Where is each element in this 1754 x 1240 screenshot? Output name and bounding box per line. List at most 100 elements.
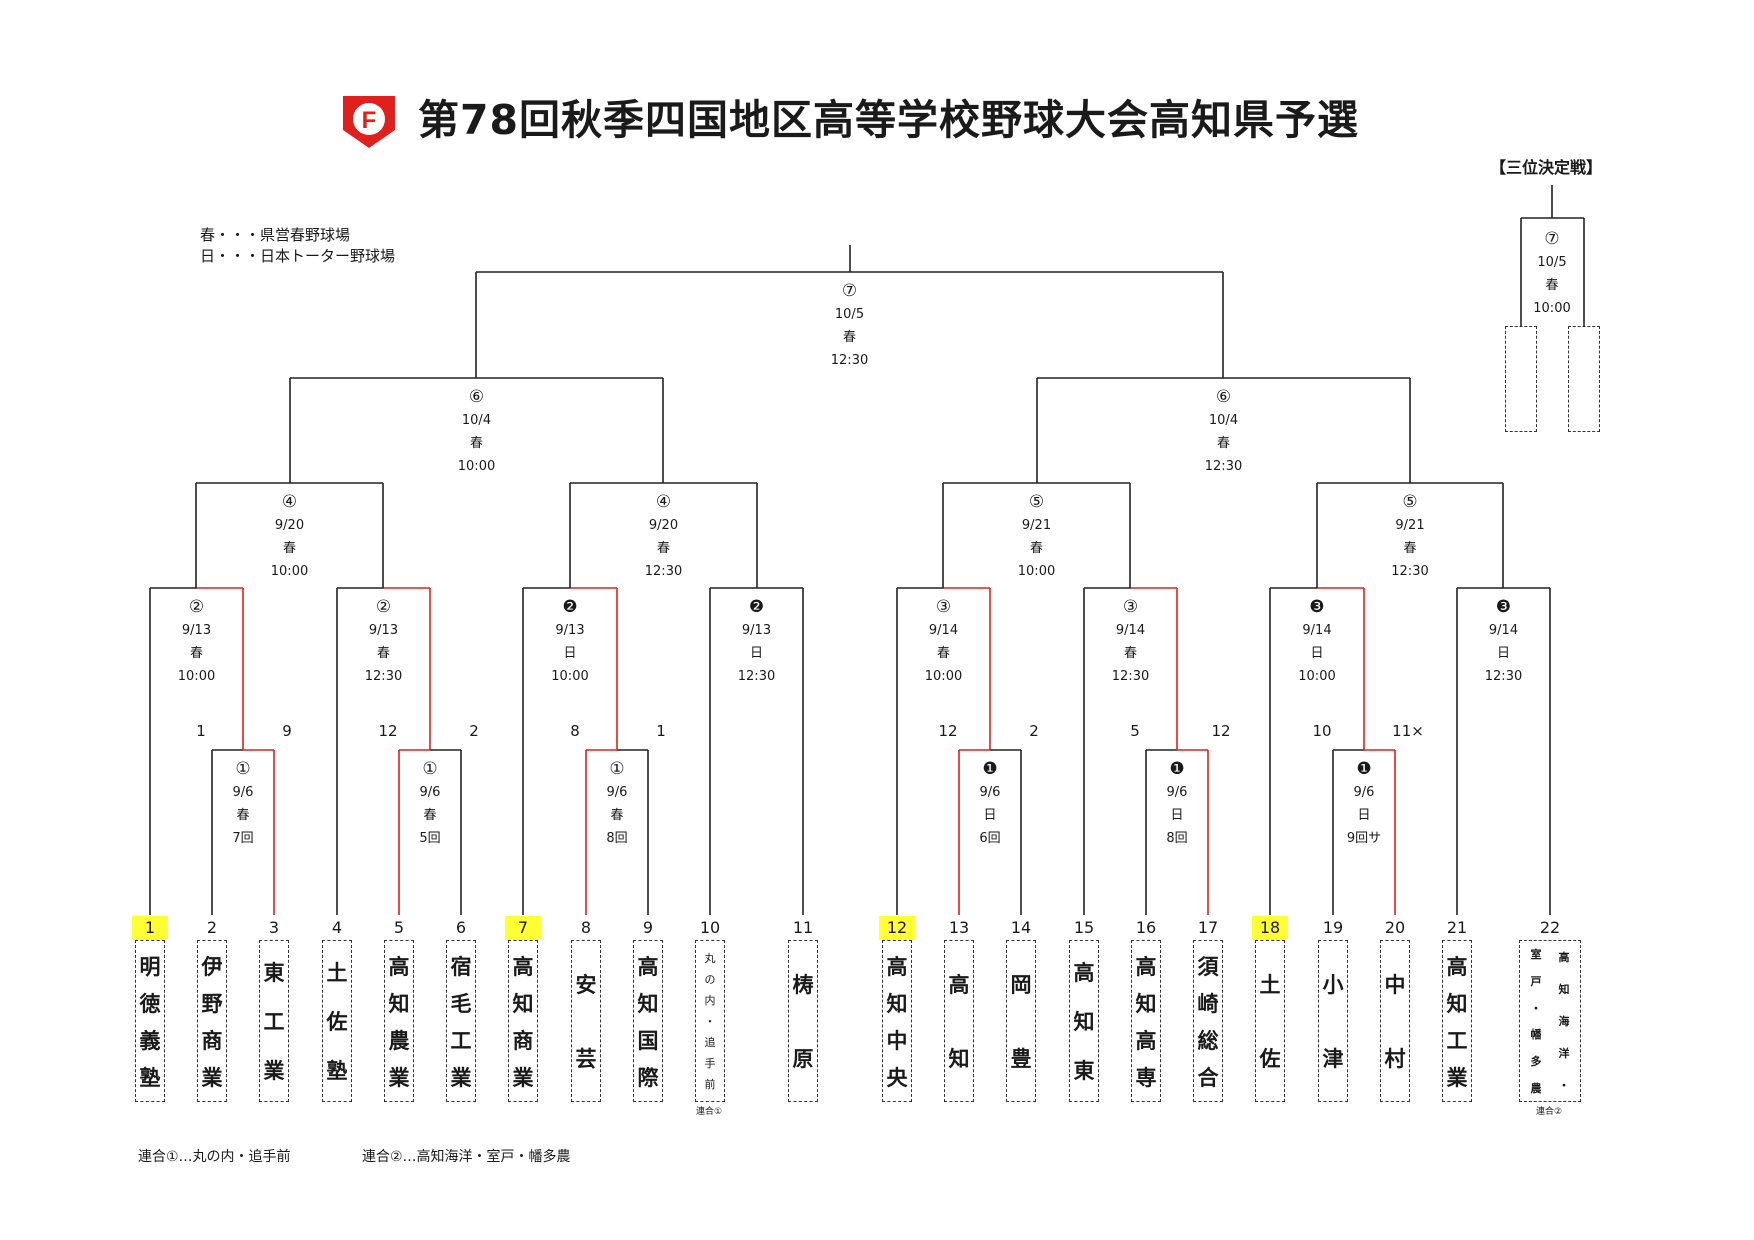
team-name-char: 津 xyxy=(1322,1047,1344,1071)
match-round: ❸ xyxy=(1495,597,1512,617)
match-round: ⑤ xyxy=(1028,492,1045,512)
match-time: 10:00 xyxy=(1017,564,1056,579)
match-date: 9/6 xyxy=(606,785,628,800)
team-name-char: 合 xyxy=(1197,1065,1219,1090)
match-round: ❷ xyxy=(748,597,765,617)
team-name-char: 海 xyxy=(1558,1015,1570,1028)
match-venue: 春 xyxy=(236,808,250,823)
page-title: 第78回秋季四国地区高等学校野球大会高知県予選 xyxy=(418,96,1360,144)
logo-icon: F xyxy=(343,96,395,148)
team-name-box: 土佐塾 xyxy=(322,940,352,1102)
team-rengo-note: 連合① xyxy=(696,1107,723,1117)
team-name-char: 農 xyxy=(1530,1081,1542,1095)
team-name-char: 知 xyxy=(886,991,908,1016)
team-name-column: 室戸・幡多農 xyxy=(1531,941,1542,1101)
match-round: ③ xyxy=(1122,597,1139,617)
match-round: ① xyxy=(609,759,625,779)
match-venue: 春 xyxy=(1216,436,1230,451)
team-name: 丸の内・追手前 xyxy=(705,947,716,1095)
match-venue: 日 xyxy=(749,646,763,661)
match-venue: 日 xyxy=(563,646,577,661)
team-seed: 8 xyxy=(580,918,592,937)
team-name-char: 野 xyxy=(201,991,223,1016)
match-score-left: 8 xyxy=(570,722,580,740)
team-name-char: 前 xyxy=(704,1078,716,1092)
match-date: 10/5 xyxy=(1537,255,1567,270)
team-name-char: 東 xyxy=(263,960,285,985)
match-time: 10:00 xyxy=(924,669,963,684)
team-seed: 10 xyxy=(699,918,721,937)
match-round: ④ xyxy=(655,492,672,512)
team-name-char: 知 xyxy=(1558,983,1570,996)
team-name-char: ・ xyxy=(704,1014,716,1028)
match-date: 9/14 xyxy=(1302,623,1332,638)
match-score-left: 1 xyxy=(196,722,206,740)
team-name: 高知中央 xyxy=(887,947,908,1095)
team-name-char: 幡 xyxy=(1530,1028,1542,1042)
team-name-char: 土 xyxy=(1259,973,1281,997)
team-name-char: 明 xyxy=(139,954,161,979)
team-seed: 2 xyxy=(206,918,218,937)
match-round: ❶ xyxy=(1356,759,1372,779)
third-place-slot-left xyxy=(1505,326,1537,432)
venue-legend-nihon: 日・・・日本トーター野球場 xyxy=(200,247,396,265)
team-seed: 5 xyxy=(393,918,405,937)
match-time: 12:30 xyxy=(364,669,403,684)
match-venue: 春 xyxy=(376,646,390,661)
team-seed: 11 xyxy=(792,918,814,937)
team-name-box: 安芸 xyxy=(571,940,601,1102)
team-name-box: 梼原 xyxy=(788,940,818,1102)
team-name-char: 塾 xyxy=(139,1065,161,1090)
team-seed: 3 xyxy=(268,918,280,937)
team-name: 安芸 xyxy=(576,947,597,1095)
match-venue: 春 xyxy=(656,541,670,556)
match-date: 9/13 xyxy=(555,623,585,638)
team-name-char: 多 xyxy=(1530,1054,1542,1068)
team-name-box: 岡豊 xyxy=(1006,940,1036,1102)
team-name-char: の xyxy=(704,972,716,986)
team-name-char: 高 xyxy=(512,954,534,979)
team-name-char: 高 xyxy=(948,973,970,997)
match-time: 10:00 xyxy=(177,669,216,684)
match-round: ⑦ xyxy=(1544,229,1560,249)
team-name-char: 工 xyxy=(450,1028,472,1053)
match-score-left: 12 xyxy=(938,722,958,740)
match-date: 10/4 xyxy=(1208,413,1239,428)
match-venue: 春 xyxy=(610,808,624,823)
venue-legend-haruno: 春・・・県営春野球場 xyxy=(200,226,351,244)
team-seed: 7 xyxy=(505,916,541,940)
team-name-char: 義 xyxy=(139,1028,161,1053)
team-name-box: 宿毛工業 xyxy=(446,940,476,1102)
match-score-right: 11× xyxy=(1392,722,1424,740)
team-seed: 17 xyxy=(1197,918,1219,937)
match-time: 12:30 xyxy=(1484,669,1523,684)
team-name-char: 毛 xyxy=(450,991,472,1016)
team-name-box: 明徳義塾 xyxy=(135,940,165,1102)
team-name-char: ・ xyxy=(1530,1001,1542,1015)
team-name-box: 東工業 xyxy=(259,940,289,1102)
team-name-char: 芸 xyxy=(575,1047,597,1071)
team-name-char: 洋 xyxy=(1558,1047,1570,1060)
match-time: 12:30 xyxy=(830,353,869,368)
team-name-box: 高知中央 xyxy=(882,940,912,1102)
team-name-char: 伊 xyxy=(201,954,223,979)
team-name-char: 梼 xyxy=(792,973,814,997)
team-seed: 20 xyxy=(1384,918,1406,937)
match-round: ⑥ xyxy=(1215,387,1232,407)
team-name-box: 高知国際 xyxy=(633,940,663,1102)
match-date: 9/6 xyxy=(232,785,254,800)
match-round: ❶ xyxy=(1169,759,1185,779)
team-name: 小津 xyxy=(1323,947,1344,1095)
match-extra: 5回 xyxy=(419,831,441,846)
